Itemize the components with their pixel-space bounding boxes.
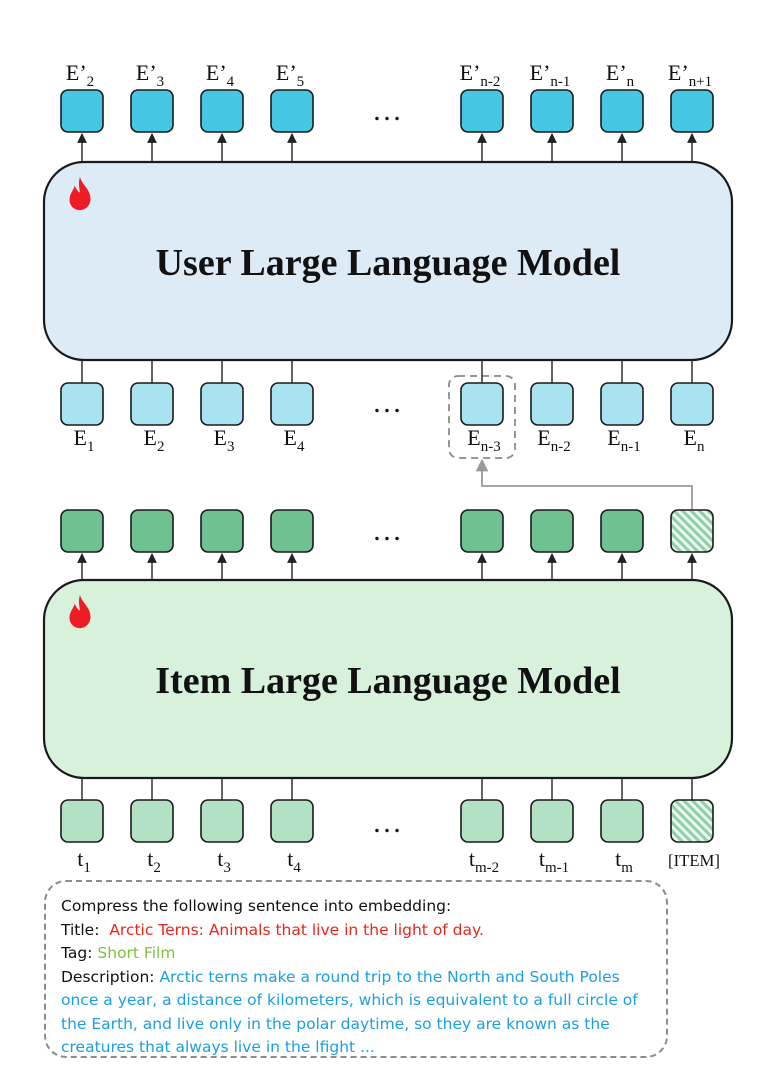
prompt-description-label: Description: [61, 967, 155, 986]
item-output-token [460, 509, 504, 553]
item-input-label: tm-2 [469, 846, 499, 876]
item-input-label: t3 [217, 846, 231, 876]
user-output-label: E’n+1 [668, 60, 712, 90]
item-input-label: t4 [287, 846, 301, 876]
user-output-label: E’n-1 [530, 60, 571, 90]
item-output-token [130, 509, 174, 553]
prompt-title-line: Title: Arctic Terns: Animals that live i… [61, 919, 652, 943]
user-input-label: En [684, 425, 705, 455]
user-output-label: E’4 [206, 60, 235, 90]
prompt-title-value: Arctic Terns: Animals that live in the l… [109, 920, 484, 939]
prompt-instruction: Compress the following sentence into emb… [61, 897, 452, 915]
user-llm-box [42, 160, 734, 362]
user-input-label: En-1 [607, 425, 640, 455]
prompt-description-value: Arctic terns make a round trip to the No… [61, 967, 638, 1057]
user-output-token [460, 89, 504, 133]
user-input-label: E3 [214, 425, 235, 455]
item-output-token [270, 509, 314, 553]
prompt-box: Compress the following sentence into emb… [44, 880, 668, 1058]
user-input-label: E4 [284, 425, 305, 455]
prompt-tag-line: Tag: Short Film [61, 942, 652, 966]
user-input-token [200, 382, 244, 426]
item-output-token [600, 509, 644, 553]
user-output-token [130, 89, 174, 133]
item-embedding-token [670, 509, 714, 553]
item-input-label: t2 [147, 846, 161, 876]
prompt-title-label: Title: [61, 920, 100, 939]
user-output-ellipsis: … [372, 94, 402, 127]
item-input-label: tm [615, 846, 633, 876]
item-output-ellipsis: … [372, 514, 402, 547]
user-input-token [460, 382, 504, 426]
user-llm: User Large Language Model [42, 160, 734, 362]
user-input-token [60, 382, 104, 426]
prompt-tag-value: Short Film [97, 944, 176, 962]
item-input-label: [ITEM] [668, 851, 720, 870]
user-input-token [270, 382, 314, 426]
user-llm-title: User Large Language Model [156, 242, 621, 284]
user-input-token [670, 382, 714, 426]
item-input-token [600, 799, 644, 843]
item-output-token [60, 509, 104, 553]
user-output-label: E’5 [276, 60, 304, 90]
user-input-token [130, 382, 174, 426]
user-output-token [600, 89, 644, 133]
user-output-label: E’n [606, 60, 635, 90]
user-output-token [270, 89, 314, 133]
user-output-label: E’2 [66, 60, 94, 90]
item-input-ellipsis: … [372, 806, 402, 839]
user-input-ellipsis: … [372, 386, 402, 419]
item-input-token [460, 799, 504, 843]
user-output-token [200, 89, 244, 133]
prompt-description-line: Description: Arctic terns make a round t… [61, 966, 652, 1060]
user-input-label: En-3 [467, 425, 500, 455]
item-special-token [670, 799, 714, 843]
user-output-token [670, 89, 714, 133]
user-input-token [600, 382, 644, 426]
item-input-label: t1 [77, 846, 91, 876]
user-output-label: E’n-2 [460, 60, 501, 90]
user-input-label: E2 [144, 425, 165, 455]
item-llm-title: Item Large Language Model [155, 660, 620, 702]
item-output-token [200, 509, 244, 553]
user-input-token [530, 382, 574, 426]
item-input-token [200, 799, 244, 843]
user-output-label: E’3 [136, 60, 164, 90]
item-llm-box [42, 578, 734, 780]
item-input-label: tm-1 [539, 846, 569, 876]
item-input-token [270, 799, 314, 843]
item-output-token [530, 509, 574, 553]
user-output-token [530, 89, 574, 133]
user-input-label: E1 [74, 425, 95, 455]
user-output-token [60, 89, 104, 133]
item-input-token [130, 799, 174, 843]
item-to-user-connector [475, 458, 693, 509]
item-input-token [530, 799, 574, 843]
prompt-tag-label: Tag: [61, 944, 93, 962]
item-input-token [60, 799, 104, 843]
user-input-label: En-2 [537, 425, 570, 455]
item-llm: Item Large Language Model [42, 578, 734, 780]
